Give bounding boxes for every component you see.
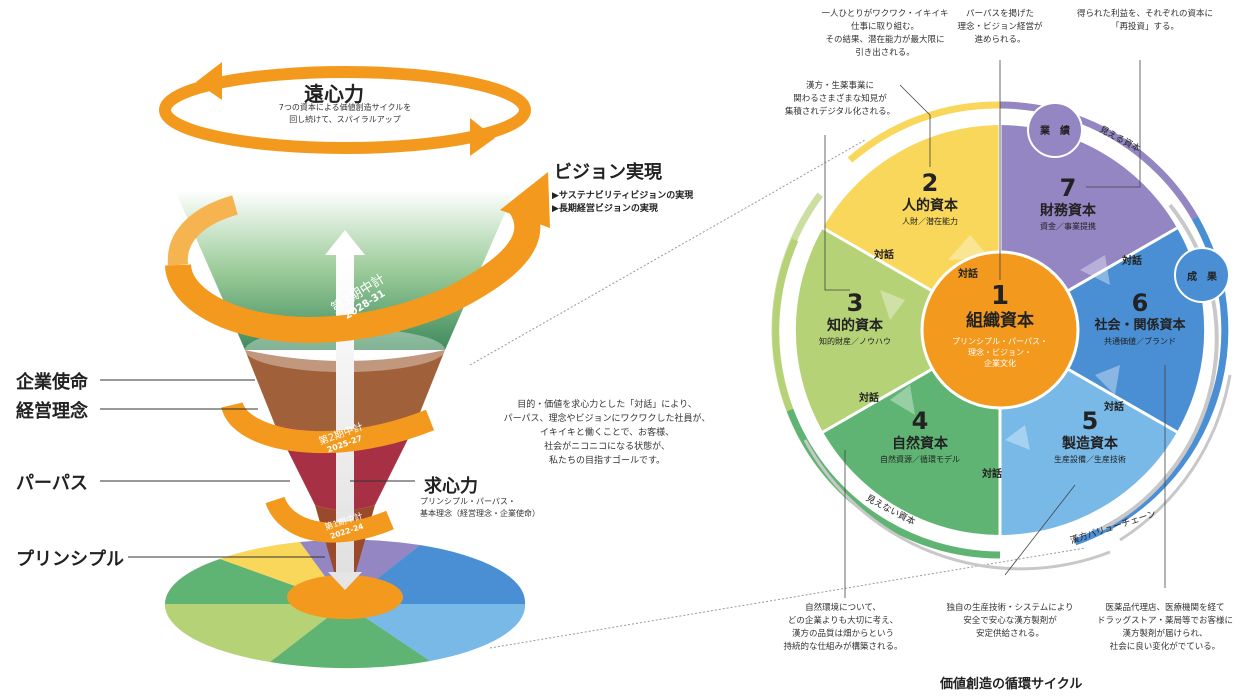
label-purpose: パーパス (16, 473, 88, 494)
label-lines (100, 379, 415, 558)
capital-sub: 共通価値／ブランド (1104, 337, 1176, 346)
capital-sub: 知的財産／ノウハウ (819, 337, 891, 346)
capital-number: 3 (846, 289, 864, 317)
centripetal-title: 求心力 (424, 476, 478, 497)
capital-number: 7 (1059, 174, 1077, 202)
note-natural: 自然環境について、 どの企業よりも大切に考え、 漢方の品質は畑からという 持続的… (783, 603, 903, 652)
capital-sub: 生産設備／生産技術 (1054, 455, 1126, 464)
capital-6-social: 6 社会・関係資本 共通価値／ブランド (1080, 290, 1200, 348)
dialogue-label: 対話 (859, 393, 879, 404)
goal-text: 目的・価値を求心力とした「対話」により、 パーパス、理念やビジョンにワクワクした… (503, 400, 711, 466)
capital-title: 人的資本 (902, 198, 958, 214)
value-cycle (771, 60, 1232, 598)
cycle-caption: 価値創造の循環サイクル (940, 677, 1083, 692)
capital-sub: プリンシプル・パーパス・ 理念・ビジョン・ 企業文化 (952, 337, 1048, 368)
vision-list: ▶サステナビリティビジョンの実現 ▶長期経営ビジョンの実現 (552, 190, 693, 216)
label-management-philosophy: 経営理念 (16, 401, 88, 422)
capital-sub: 自然資源／循環モデル (880, 455, 960, 464)
capital-sub: 資金／事業提携 (1040, 222, 1096, 231)
capital-number: 6 (1131, 289, 1149, 317)
vision-title: ビジョン実現 (554, 162, 662, 183)
badge-results: 業 績 (1040, 126, 1070, 137)
spiral-bands (165, 172, 550, 543)
note-human: 一人ひとりがワクワク・イキイキ 仕事に取り組む。 その結果、潜在能力が最大限に … (821, 9, 949, 58)
centripetal-desc: プリンシプル・パーパス・ 基本理念（経営理念・企業使命） (420, 497, 540, 518)
capital-number: 1 (990, 281, 1010, 311)
capital-title: 組織資本 (966, 311, 1034, 331)
capital-title: 財務資本 (1040, 203, 1096, 219)
dialogue-label: 対話 (1122, 256, 1142, 267)
capital-7-financial: 7 財務資本 資金／事業提携 (1018, 175, 1118, 233)
capital-number: 2 (921, 169, 939, 197)
note-organization: パーパスを掲げた 理念・ビジョン経営が 進められる。 (957, 9, 1043, 45)
vision-item: ▶サステナビリティビジョンの実現 (552, 191, 694, 201)
capital-title: 製造資本 (1062, 436, 1118, 452)
capital-sub: 人財／潜在能力 (902, 217, 958, 226)
dialogue-label: 対話 (982, 469, 1002, 480)
capital-title: 知的資本 (827, 318, 883, 334)
dialogue-label: 対話 (874, 250, 894, 261)
capital-4-natural: 4 自然資本 自然資源／循環モデル (870, 408, 970, 466)
dialogue-label: 対話 (958, 269, 978, 280)
centrifugal-ring (159, 62, 531, 156)
centrifugal-desc: 7つの資本による価値創造サイクルを 回し続けて、スパイラルアップ (278, 103, 412, 124)
note-manufactured: 独自の生産技術・システムにより 安全で安心な漢方製剤が 安定供給される。 (946, 603, 1074, 639)
vision-item: ▶長期経営ビジョンの実現 (552, 204, 658, 214)
capital-3-intellectual: 3 知的資本 知的財産／ノウハウ (805, 290, 905, 348)
capital-5-manufactured: 5 製造資本 生産設備／生産技術 (1040, 408, 1140, 466)
capital-title: 社会・関係資本 (1094, 318, 1186, 333)
capital-2-human: 2 人的資本 人財／潜在能力 (880, 170, 980, 228)
badge-outcome: 成 果 (1187, 272, 1217, 283)
label-principle: プリンシプル (16, 549, 124, 570)
capital-title: 自然資本 (892, 436, 948, 452)
note-financial: 得られた利益を、それぞれの資本に 「再投資」する。 (1076, 9, 1213, 32)
capital-number: 4 (911, 407, 929, 435)
connector-lines (469, 139, 1086, 649)
note-intellectual: 漢方・生薬事業に 関わるさまざまな知見が 集積されデジタル化される。 (784, 81, 896, 117)
centrifugal-title: 遠心力 (304, 82, 364, 106)
label-corporate-mission: 企業使命 (16, 372, 88, 393)
capital-1-organization: 1 組織資本 プリンシプル・パーパス・ 理念・ビジョン・ 企業文化 (922, 282, 1078, 369)
note-social: 医薬品代理店、医療機関を経て ドラッグストア・薬局等でお客様に 漢方製剤が届けら… (1096, 603, 1233, 652)
dialogue-label: 対話 (1104, 402, 1124, 413)
capital-number: 5 (1081, 407, 1099, 435)
